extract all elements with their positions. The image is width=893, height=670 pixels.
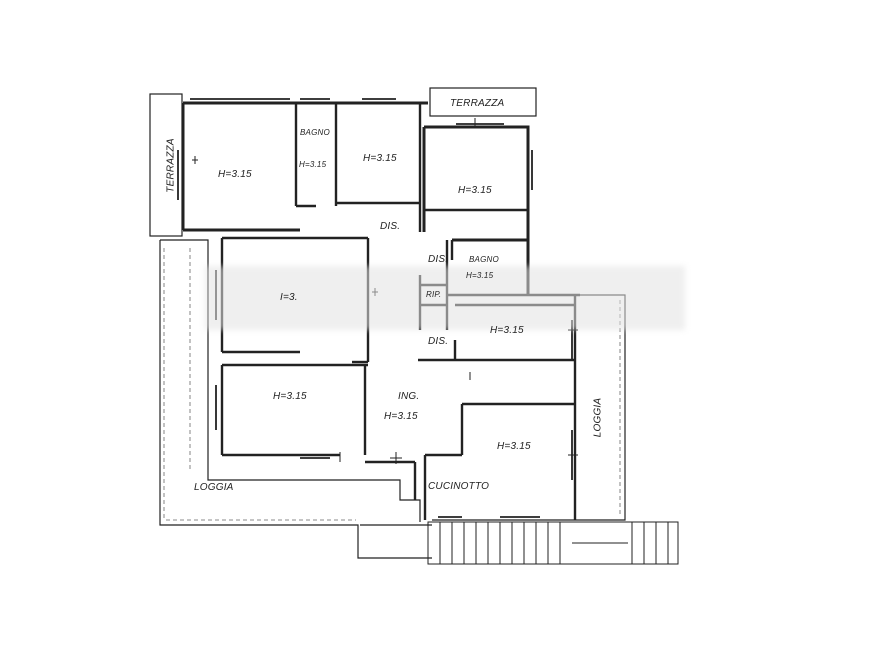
east-room-height: H=3.15 [490,325,524,336]
southwest-room-height: H=3.15 [273,391,307,402]
kitchen-height: H=3.15 [497,441,531,452]
terrace-top-label: TERRAZZA [450,98,505,109]
watermark-band [205,266,685,330]
terrace-top [429,87,537,117]
loggia-left-label: LOGGIA [194,482,234,493]
outer-walls [181,101,530,295]
big-room-height: I=3. [280,292,298,303]
kitchenette-label: CUCINOTTO [428,481,490,492]
rails [163,248,621,521]
room3-height: H=3.15 [458,185,492,196]
bathroom1-height: H=3.15 [299,160,327,169]
hallway3-label: DIS. [428,336,449,347]
entrance-height: H=3.15 [384,411,418,422]
entrance-label: ING. [398,391,420,402]
loggia-right-label: LOGGIA [592,397,604,438]
storage-label: RIP. [426,290,442,299]
room1-height: H=3.15 [218,169,252,180]
stairs [427,521,679,565]
bathroom1-label: BAGNO [300,128,330,137]
bathroom2-label: BAGNO [469,255,499,264]
bathroom2-height: H=3.15 [466,271,494,280]
terrace-left-label: TERRAZZA [165,138,177,193]
hallway1-label: DIS. [380,221,401,232]
hallway2-label: DIS. [428,254,449,265]
room2-height: H=3.15 [363,153,397,164]
